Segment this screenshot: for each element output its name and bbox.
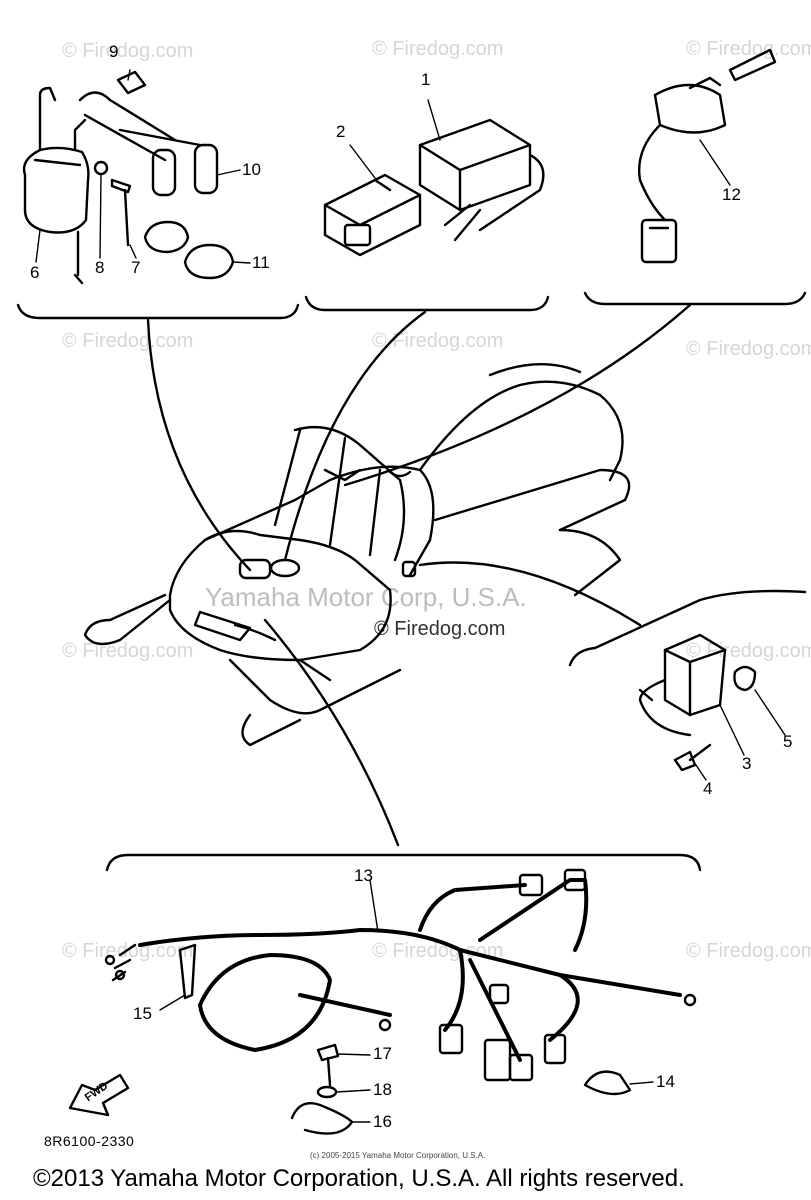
callout-9: 9 xyxy=(109,42,119,61)
callout-3: 3 xyxy=(742,754,752,773)
diagram-code: 8R6100-2330 xyxy=(44,1133,135,1149)
watermark: © Firedog.com xyxy=(62,330,194,352)
callout-1: 1 xyxy=(421,70,431,89)
callout-10: 10 xyxy=(242,160,261,179)
bracket-regulator-group xyxy=(568,589,807,667)
voltage-regulator xyxy=(638,633,727,737)
copyright-notice: ©2013 Yamaha Motor Corporation, U.S.A. A… xyxy=(33,1165,685,1192)
callout-7: 7 xyxy=(131,258,141,277)
callout-15: 15 xyxy=(133,1004,152,1023)
main-switch xyxy=(638,48,777,264)
leader-cdi xyxy=(283,310,427,562)
callout-5: 5 xyxy=(783,732,793,751)
watermark: © Firedog.com xyxy=(372,940,504,962)
leader-ignition xyxy=(146,318,252,572)
callout-11: 11 xyxy=(252,253,270,272)
callout-8: 8 xyxy=(95,258,105,277)
bracket-cdi-group xyxy=(304,295,550,312)
snowmobile-illustration xyxy=(83,363,631,747)
wire-harness xyxy=(138,878,682,1062)
grommet-upper xyxy=(143,220,190,254)
bolt-7 xyxy=(110,178,132,247)
clamp-16 xyxy=(290,1101,354,1135)
leader-switch xyxy=(343,303,692,487)
watermark: © Firedog.com xyxy=(686,38,811,60)
watermark: © Firedog.com xyxy=(372,330,504,352)
fwd-arrow xyxy=(68,1073,130,1117)
callout-13: 13 xyxy=(354,866,373,885)
watermark-center: © Firedog.com xyxy=(374,618,506,640)
spark-plug-caps xyxy=(78,91,219,197)
ignition-coil xyxy=(22,86,90,285)
small-copyright: (c) 2005-2015 Yamaha Motor Corporation, … xyxy=(310,1151,486,1160)
nut-5 xyxy=(733,665,757,692)
cdi-unit xyxy=(418,118,545,242)
harness-connectors xyxy=(104,868,697,1082)
watermark: © Firedog.com xyxy=(686,940,811,962)
watermark: © Firedog.com xyxy=(62,40,194,62)
nut-8 xyxy=(93,160,109,176)
watermark: © Firedog.com xyxy=(686,338,811,360)
leader-regulator xyxy=(418,561,642,627)
callout-2: 2 xyxy=(336,122,346,141)
bolt-17 xyxy=(316,1043,340,1087)
watermark: © Firedog.com xyxy=(372,38,504,60)
bracket-harness-group xyxy=(105,853,702,872)
leader-harness xyxy=(263,618,400,847)
cable-band-15 xyxy=(178,943,197,1000)
washer-18 xyxy=(316,1085,338,1099)
grommet-lower xyxy=(183,243,235,280)
watermark: © Firedog.com xyxy=(62,640,194,662)
clamp-9 xyxy=(116,70,147,95)
callout-17: 17 xyxy=(373,1044,392,1063)
callout-16: 16 xyxy=(373,1112,392,1131)
callout-4: 4 xyxy=(703,779,713,798)
callout-14: 14 xyxy=(656,1072,675,1091)
bracket-switch-group xyxy=(583,291,807,306)
callout-18: 18 xyxy=(373,1080,392,1099)
bracket-ignition-group xyxy=(16,303,300,320)
clamp-14 xyxy=(583,1070,632,1096)
callout-12: 12 xyxy=(722,185,741,204)
screw-4 xyxy=(673,743,712,772)
watermark-manufacturer: Yamaha Motor Corp, U.S.A. xyxy=(205,582,527,612)
rectifier xyxy=(323,173,422,257)
callout-6: 6 xyxy=(30,263,40,282)
